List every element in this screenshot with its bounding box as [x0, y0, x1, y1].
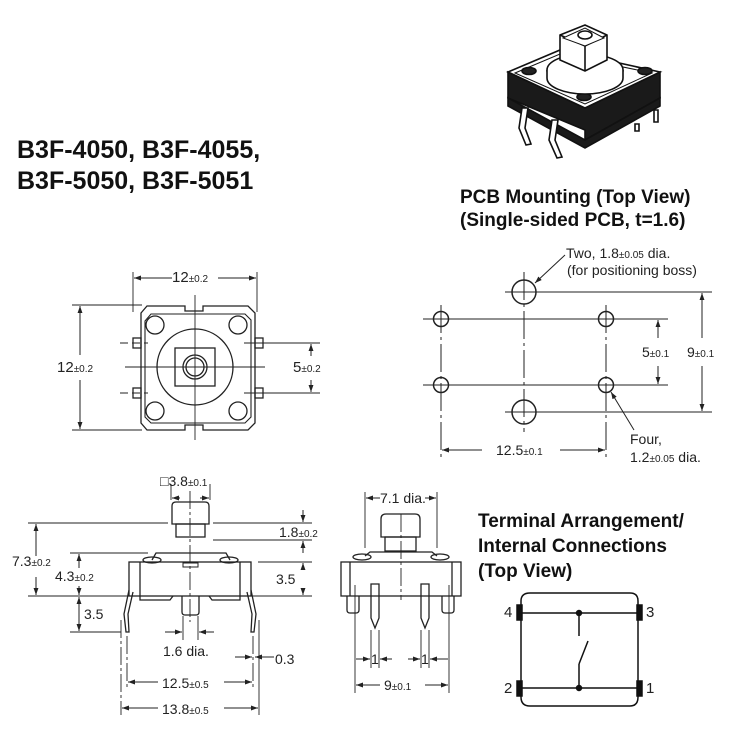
base-diameter-dim: 7.1 dia.: [380, 490, 426, 506]
terminal-heading-line1: Terminal Arrangement/: [478, 511, 684, 532]
part-numbers-line1: B3F-4050, B3F-4055,: [17, 136, 261, 164]
pcb-boss-pitch-dim: 9±0.1: [687, 344, 715, 360]
pin-width-left-dim: 1: [371, 651, 379, 667]
top-view-height-dim: 12±0.2: [57, 359, 94, 376]
boss-hole-note-line2: (for positioning boss): [567, 262, 697, 278]
top-view-pin-pitch-dim: 5±0.2: [293, 359, 321, 376]
pin-hole-note-line1: Four,: [630, 431, 662, 447]
body-height-dim: 4.3±0.2: [55, 568, 94, 584]
pcb-pin-pitch-dim: 5±0.1: [642, 344, 670, 360]
pcb-mounting-subheading: (Single-sided PCB, t=1.6): [460, 210, 686, 231]
boss-hole-note-line1: Two, 1.8±0.05 dia.: [566, 245, 671, 261]
boss-diameter-dim: 1.6 dia.: [163, 643, 209, 659]
pin-width-right-dim: 1: [421, 651, 429, 667]
terminal-pin-2: 2: [504, 680, 513, 697]
top-view-width-dim: 12±0.2: [172, 269, 209, 286]
total-height-dim: 7.3±0.2: [12, 553, 51, 569]
side-view-drawing: [28, 484, 312, 715]
lead-pitch-dim: 12.5±0.5: [162, 675, 209, 691]
pcb-mounting-heading: PCB Mounting (Top View): [460, 187, 691, 208]
pcb-mounting-drawing: [423, 254, 712, 460]
terminal-pin-1: 1: [646, 680, 655, 697]
terminal-heading-line3: (Top View): [478, 561, 573, 582]
top-view-drawing: [72, 272, 320, 440]
lead-thickness-dim: 0.3: [275, 651, 295, 667]
front-pin-pitch-dim: 9±0.1: [384, 677, 412, 693]
body-3-5-dim: 3.5: [276, 571, 296, 587]
plunger-height-dim: 1.8±0.2: [279, 524, 318, 540]
pcb-row-pitch-dim: 12.5±0.1: [496, 442, 543, 458]
terminal-arrangement-diagram: [516, 592, 643, 707]
plunger-size-dim: □3.8±0.1: [160, 473, 208, 489]
pin-hole-note-line2: 1.2±0.05 dia.: [630, 449, 701, 465]
lead-length-dim: 3.5: [84, 606, 104, 622]
terminal-pin-3: 3: [646, 604, 655, 621]
front-view-drawing: [340, 492, 462, 693]
terminal-pin-4: 4: [504, 604, 513, 621]
switch-isometric-illustration: [506, 24, 663, 159]
part-numbers-line2: B3F-5050, B3F-5051: [17, 167, 254, 195]
terminal-heading-line2: Internal Connections: [478, 536, 667, 557]
overall-width-dim: 13.8±0.5: [162, 701, 209, 717]
